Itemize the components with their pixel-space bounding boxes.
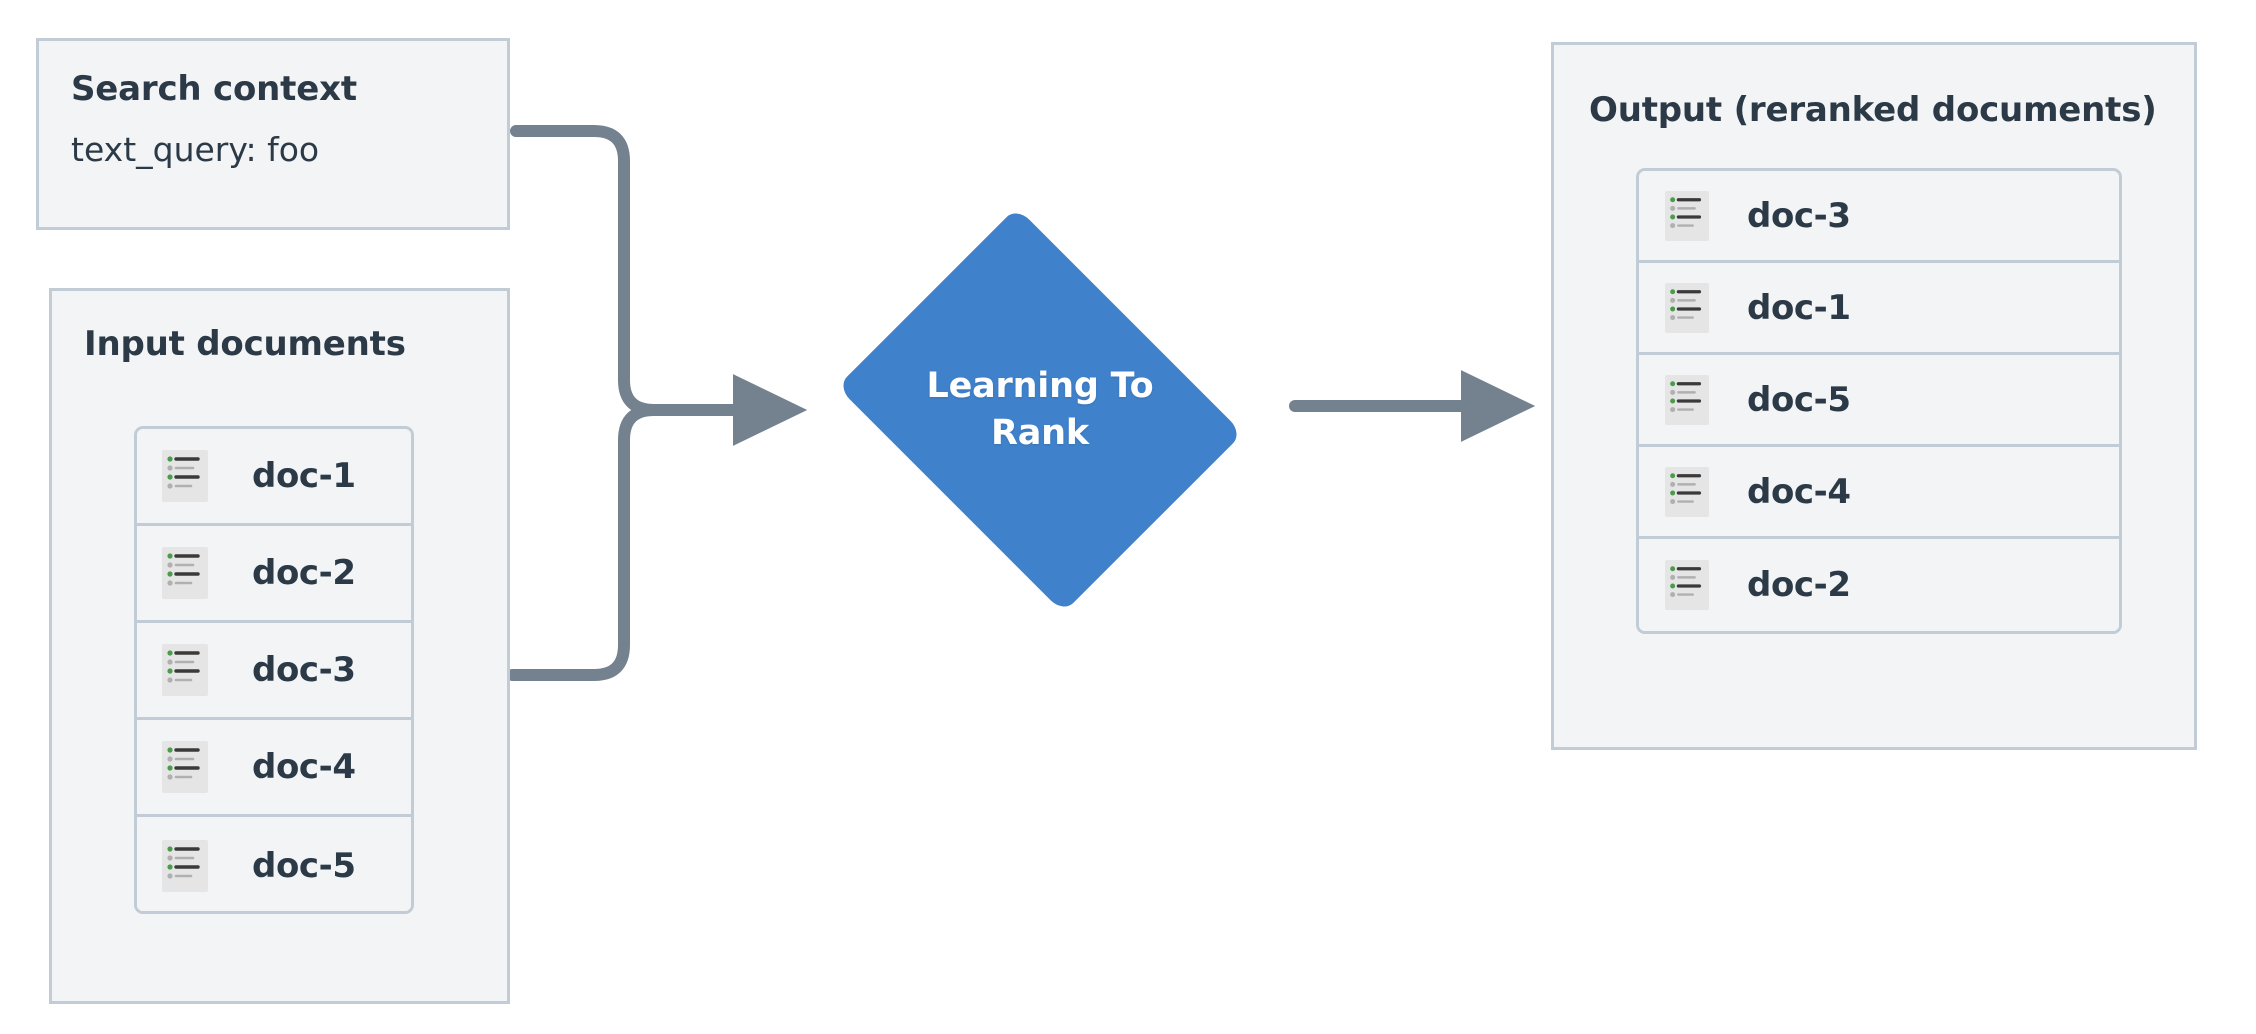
output-panel-title: Output (reranked documents) <box>1589 90 2157 130</box>
input-documents-title: Input documents <box>84 324 406 364</box>
document-list-icon <box>162 547 208 599</box>
search-context-query-text: text_query: foo <box>71 130 320 169</box>
document-list-icon <box>1665 190 1709 241</box>
doc-label: doc-1 <box>1747 287 1851 328</box>
doc-label: doc-2 <box>1747 565 1851 605</box>
document-list-icon <box>1665 374 1709 425</box>
doc-row[interactable]: doc-3 <box>1639 171 2119 263</box>
document-list-icon <box>162 450 208 502</box>
doc-label: doc-4 <box>252 747 356 787</box>
doc-label: doc-5 <box>252 845 356 886</box>
doc-row[interactable]: doc-5 <box>137 817 411 911</box>
document-list-icon <box>1665 282 1709 333</box>
doc-row[interactable]: doc-4 <box>137 720 411 817</box>
search-context-panel: Search context text_query: foo <box>36 38 510 230</box>
doc-label: doc-4 <box>1747 471 1851 512</box>
learning-to-rank-label: Learning To Rank <box>815 230 1265 590</box>
doc-row[interactable]: doc-2 <box>1639 539 2119 631</box>
doc-label: doc-2 <box>252 553 356 593</box>
document-list-icon <box>162 644 208 696</box>
input-documents-list: doc-1 doc-2 doc-3 doc-4 doc-5 <box>134 426 414 914</box>
connector-search-context-to-model <box>510 125 808 446</box>
ltr-label-line-2: Rank <box>991 413 1089 453</box>
doc-label: doc-3 <box>1747 195 1851 236</box>
document-list-icon <box>162 839 208 892</box>
connector-input-documents-to-model <box>506 404 706 681</box>
doc-label: doc-1 <box>252 456 356 496</box>
doc-row[interactable]: doc-4 <box>1639 447 2119 539</box>
doc-label: doc-3 <box>252 650 356 690</box>
doc-row[interactable]: doc-2 <box>137 526 411 623</box>
doc-row[interactable]: doc-3 <box>137 623 411 720</box>
ltr-label-line-1: Learning To <box>926 365 1154 406</box>
doc-label: doc-5 <box>1747 379 1851 420</box>
document-list-icon <box>1665 466 1709 517</box>
doc-row[interactable]: doc-5 <box>1639 355 2119 447</box>
document-list-icon <box>1665 560 1709 610</box>
search-context-title: Search context <box>71 69 357 109</box>
document-list-icon <box>162 741 208 793</box>
doc-row[interactable]: doc-1 <box>137 429 411 526</box>
output-documents-list: doc-3 doc-1 doc-5 doc-4 doc-2 <box>1636 168 2122 634</box>
doc-row[interactable]: doc-1 <box>1639 263 2119 355</box>
learning-to-rank-node[interactable]: Learning To Rank <box>815 207 1265 613</box>
